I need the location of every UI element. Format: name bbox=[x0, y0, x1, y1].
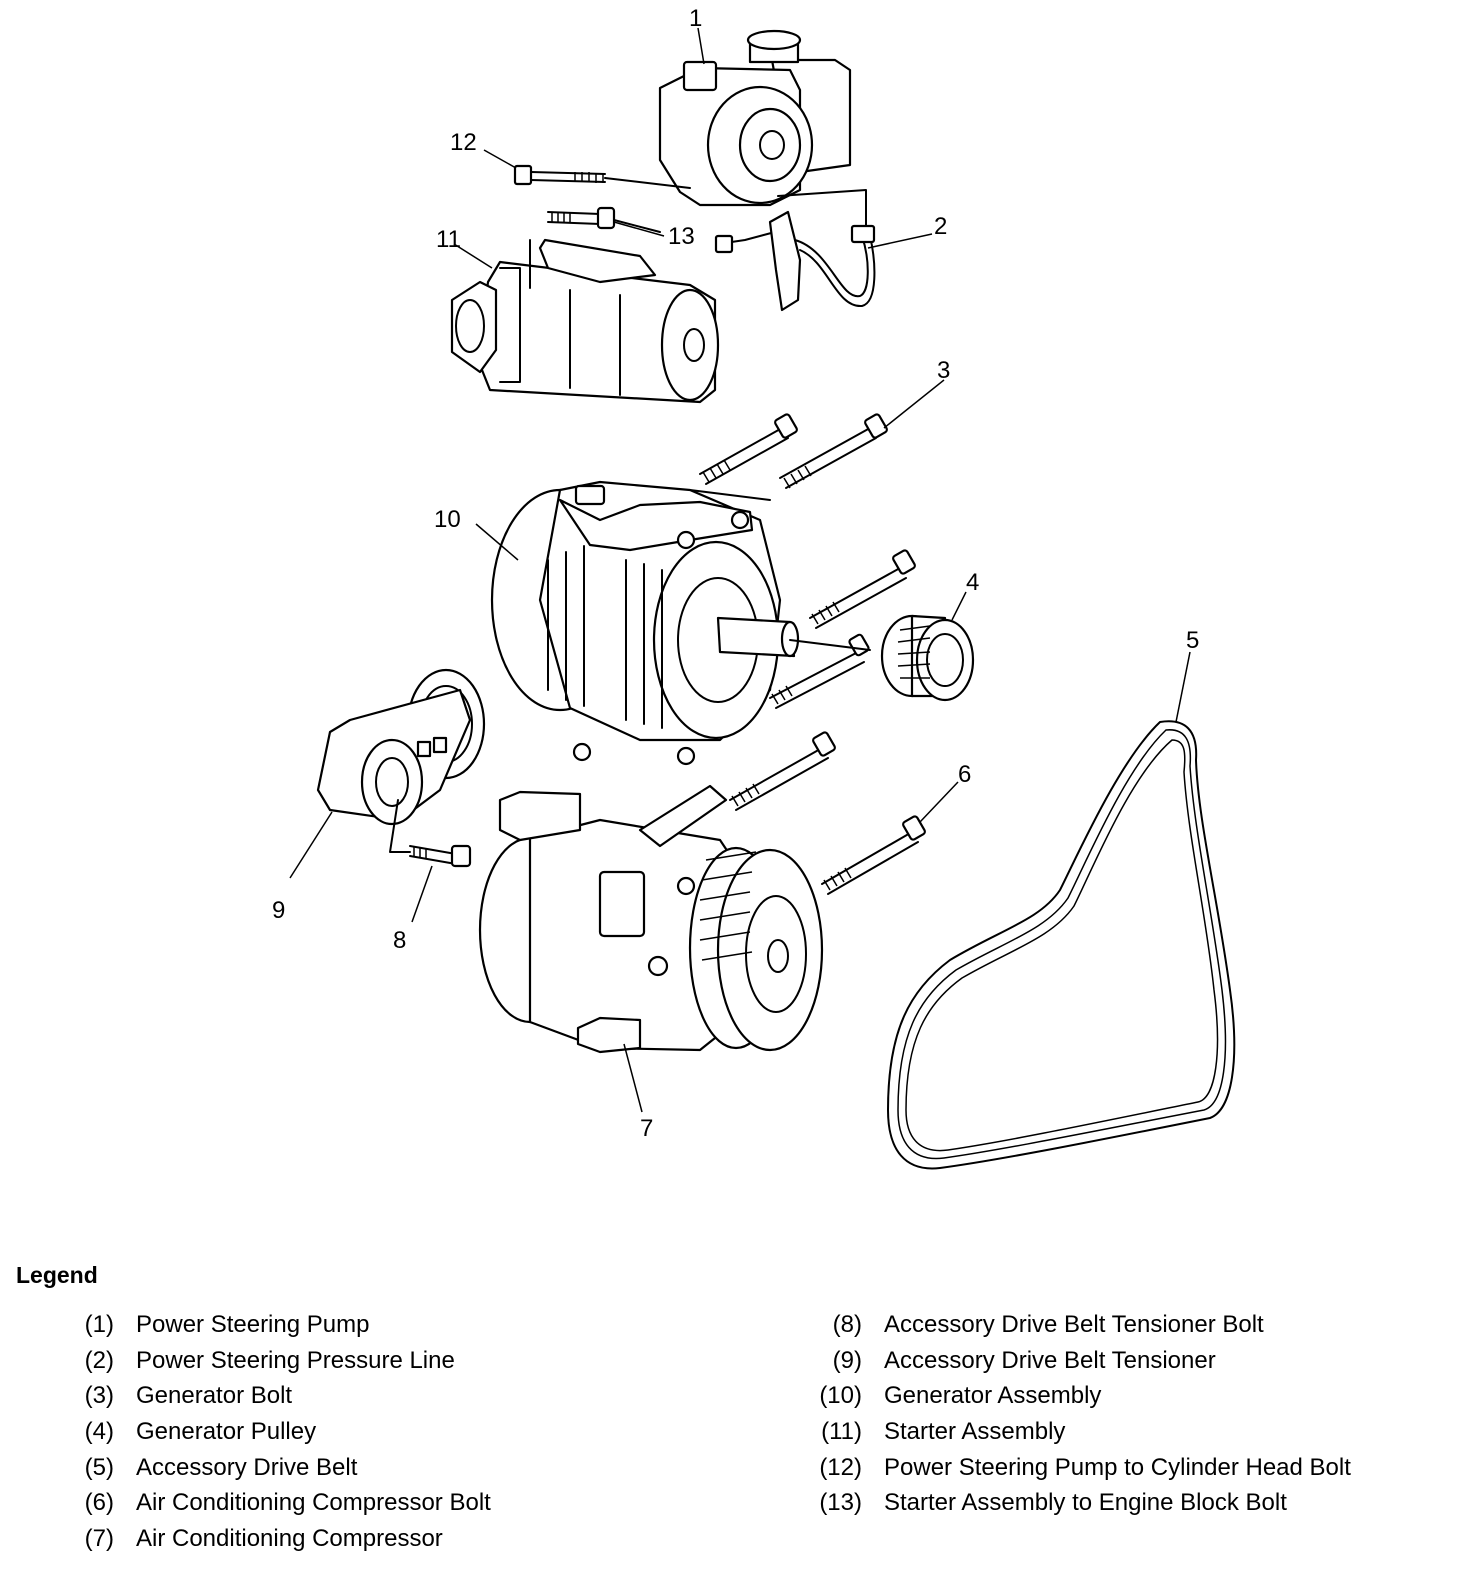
legend-item: (3) Generator Bolt bbox=[85, 1381, 491, 1417]
legend-column-right: (8) Accessory Drive Belt Tensioner Bolt (… bbox=[819, 1310, 1351, 1524]
exploded-parts-diagram: 1 2 3 4 5 6 7 8 9 10 11 12 13 bbox=[272, 5, 1236, 1170]
legend-item-label: Generator Pulley bbox=[136, 1418, 317, 1446]
legend-item: (12) Power Steering Pump to Cylinder Head… bbox=[819, 1453, 1351, 1489]
legend-item-label: Accessory Drive Belt bbox=[136, 1453, 358, 1481]
generator-pulley-drawing bbox=[880, 614, 975, 702]
legend-item-number: (5) bbox=[84, 1453, 114, 1481]
legend-item-number: (2) bbox=[84, 1346, 114, 1374]
callout-8: 8 bbox=[393, 927, 406, 954]
legend-item: (13) Starter Assembly to Engine Block Bol… bbox=[819, 1488, 1351, 1524]
legend-item-label: Accessory Drive Belt Tensioner Bolt bbox=[884, 1311, 1264, 1338]
legend-item: (10) Generator Assembly bbox=[819, 1381, 1351, 1417]
legend-item-label: Accessory Drive Belt Tensioner bbox=[884, 1346, 1216, 1374]
callout-9: 9 bbox=[272, 897, 285, 924]
legend-item-label: Air Conditioning Compressor Bolt bbox=[136, 1489, 491, 1517]
legend-item-number: (10) bbox=[819, 1382, 862, 1410]
legend-item-label: Air Conditioning Compressor bbox=[136, 1525, 443, 1553]
callout-4: 4 bbox=[966, 569, 979, 596]
legend-item: (2) Power Steering Pressure Line bbox=[85, 1346, 491, 1382]
legend-item: (6) Air Conditioning Compressor Bolt bbox=[85, 1488, 491, 1524]
power-steering-pressure-line-drawing bbox=[714, 189, 876, 312]
legend-item: (7) Air Conditioning Compressor bbox=[85, 1524, 491, 1560]
legend-item-number: (12) bbox=[819, 1453, 862, 1481]
legend-item-label: Starter Assembly to Engine Block Bolt bbox=[884, 1489, 1287, 1517]
ac-compressor-drawing bbox=[478, 784, 824, 1054]
callout-3: 3 bbox=[937, 357, 950, 384]
legend-item-label: Starter Assembly bbox=[884, 1418, 1066, 1446]
legend-item-number: (1) bbox=[84, 1311, 114, 1338]
starter-assembly-drawing bbox=[450, 238, 720, 404]
callout-5: 5 bbox=[1186, 627, 1199, 654]
legend-item-label: Power Steering Pump to Cylinder Head Bol… bbox=[884, 1453, 1351, 1481]
legend-item: (8) Accessory Drive Belt Tensioner Bolt bbox=[833, 1310, 1351, 1346]
legend-item-number: (3) bbox=[84, 1382, 114, 1410]
callout-2: 2 bbox=[934, 213, 947, 240]
legend-title: Legend bbox=[16, 1262, 98, 1288]
callout-13: 13 bbox=[668, 223, 695, 250]
generator-bolts-drawing bbox=[689, 413, 916, 709]
legend-item: (5) Accessory Drive Belt bbox=[85, 1453, 491, 1489]
pump-to-head-bolt-drawing bbox=[513, 164, 691, 189]
legend-item-number: (6) bbox=[84, 1489, 114, 1517]
callout-10: 10 bbox=[434, 506, 461, 533]
legend-item-number: (4) bbox=[84, 1418, 114, 1446]
legend-item-label: Power Steering Pressure Line bbox=[136, 1346, 455, 1374]
tensioner-bolt-drawing bbox=[409, 844, 472, 868]
legend-item-number: (7) bbox=[84, 1525, 114, 1553]
legend-item: (11) Starter Assembly bbox=[821, 1417, 1351, 1453]
legend-item-label: Power Steering Pump bbox=[136, 1311, 370, 1338]
legend-column-left: (1) Power Steering Pump (2) Power Steering… bbox=[85, 1310, 491, 1560]
power-steering-pump-drawing bbox=[658, 29, 852, 207]
drive-belt-tensioner-drawing bbox=[316, 668, 486, 853]
starter-to-block-bolt-drawing bbox=[547, 206, 661, 233]
legend-item: (9) Accessory Drive Belt Tensioner bbox=[833, 1346, 1351, 1382]
legend-item-number: (8) bbox=[832, 1311, 862, 1338]
callout-7: 7 bbox=[640, 1115, 653, 1142]
callout-11: 11 bbox=[436, 226, 461, 253]
compressor-bolts-drawing bbox=[729, 731, 926, 895]
callout-12: 12 bbox=[450, 129, 477, 156]
legend-item: (1) Power Steering Pump bbox=[85, 1310, 491, 1346]
legend-item-number: (11) bbox=[821, 1418, 862, 1446]
legend-item: (4) Generator Pulley bbox=[85, 1417, 491, 1453]
legend-item-number: (9) bbox=[832, 1346, 862, 1374]
generator-assembly-drawing bbox=[490, 480, 871, 766]
legend-item-label: Generator Assembly bbox=[884, 1382, 1102, 1410]
callout-leader-lines bbox=[289, 27, 1191, 1113]
legend-item-number: (13) bbox=[819, 1489, 862, 1517]
callout-1: 1 bbox=[689, 5, 702, 32]
accessory-drive-belt-drawing bbox=[887, 720, 1236, 1170]
callout-6: 6 bbox=[958, 761, 971, 788]
legend-item-label: Generator Bolt bbox=[136, 1382, 293, 1410]
